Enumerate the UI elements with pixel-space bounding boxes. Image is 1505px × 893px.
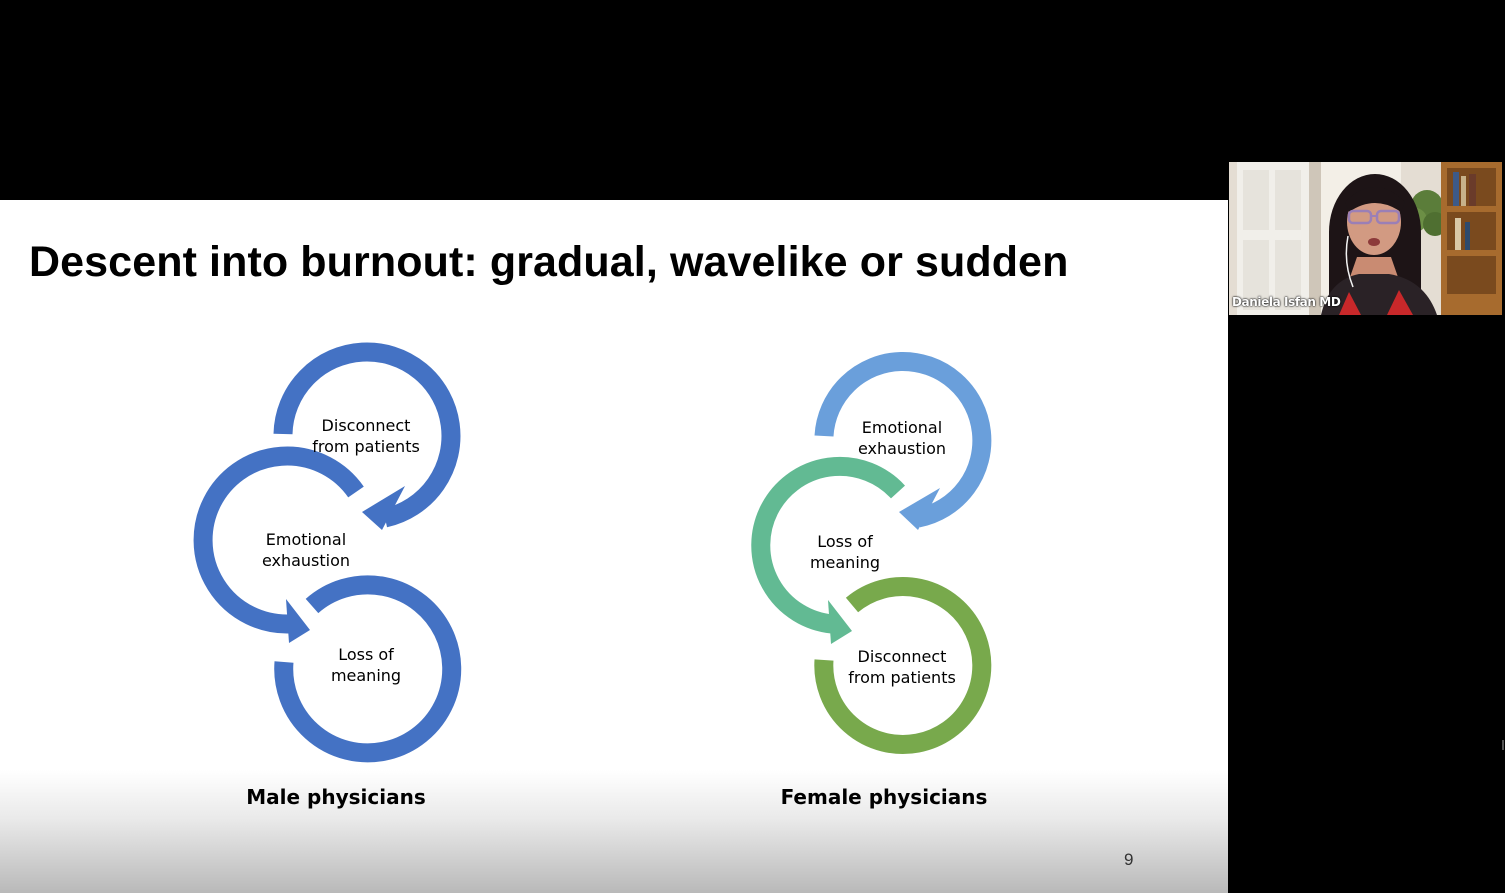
diagram-female: Emotional exhaustion Loss of meaning Dis… <box>751 351 992 754</box>
diagram-male-circle-1-line-2: from patients <box>312 437 420 456</box>
diagram-female-circle-1-line-2: exhaustion <box>858 439 946 458</box>
diagram-female-caption: Female physicians <box>780 785 988 809</box>
diagram-female-arc-3 <box>814 577 992 754</box>
diagram-male-circle-3-line-1: Loss of <box>338 645 394 664</box>
window-edge-marker <box>1502 740 1504 750</box>
diagram-male-arc-1 <box>273 342 461 528</box>
participant-name-label: Daniela Isfan MD <box>1232 295 1341 309</box>
diagram-female-circle-2-line-1: Loss of <box>817 532 873 551</box>
diagram-male-circle-1-line-1: Disconnect <box>322 416 411 435</box>
diagram-female-circle-3-line-2: from patients <box>848 668 956 687</box>
diagram-male-circle-3-line-2: meaning <box>331 666 401 685</box>
diagram-male-circle-2-line-1: Emotional <box>266 530 346 549</box>
diagram-female-arrowhead-1 <box>899 488 940 530</box>
diagram-male-circle-2-line-2: exhaustion <box>262 551 350 570</box>
diagram-male-arrowhead-1 <box>362 486 405 530</box>
diagram-male-caption: Male physicians <box>246 785 426 809</box>
diagram-female-circle-1-line-1: Emotional <box>862 418 942 437</box>
diagram-female-circle-2-line-2: meaning <box>810 553 880 572</box>
diagram-female-circle-3-line-1: Disconnect <box>858 647 947 666</box>
slide-page-number: 9 <box>1124 850 1134 869</box>
diagram-male-arc-2 <box>193 446 364 634</box>
diagram-male-arc-3 <box>274 575 462 763</box>
participant-video-feed <box>1229 162 1502 315</box>
diagram-female-arrowhead-2 <box>828 600 852 644</box>
burnout-cycle-diagrams: Disconnect from patients Emotional exhau… <box>193 342 992 763</box>
participant-video-tile[interactable]: Daniela Isfan MD <box>1229 162 1502 315</box>
slide-title: Descent into burnout: gradual, wavelike … <box>29 238 1069 286</box>
diagram-female-arc-1 <box>814 351 992 528</box>
presentation-slide: Descent into burnout: gradual, wavelike … <box>0 200 1228 893</box>
diagram-female-arc-2 <box>751 456 905 634</box>
diagram-male-arrowhead-2 <box>286 599 310 643</box>
diagram-male: Disconnect from patients Emotional exhau… <box>193 342 462 763</box>
